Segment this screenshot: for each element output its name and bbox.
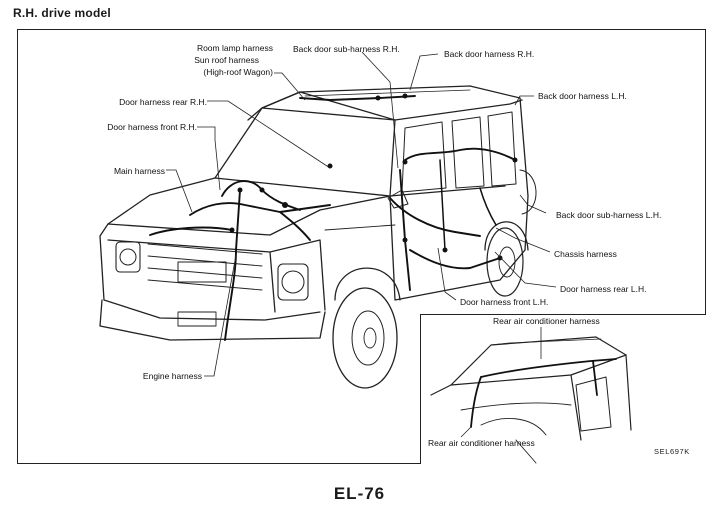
label-door-harness-front-lh: Door harness front L.H. bbox=[460, 297, 549, 307]
page-number: EL-76 bbox=[333, 484, 386, 503]
label-sun-roof-harness: Sun roof harness bbox=[194, 55, 259, 65]
label-chassis-harness: Chassis harness bbox=[554, 249, 617, 259]
label-back-door-harness-rh: Back door harness R.H. bbox=[444, 49, 535, 59]
label-main-harness: Main harness bbox=[113, 166, 165, 176]
label-back-door-sub-harness-rh: Back door sub-harness R.H. bbox=[293, 44, 400, 54]
label-back-door-sub-harness-lh: Back door sub-harness L.H. bbox=[556, 210, 662, 220]
label-door-harness-rear-rh: Door harness rear R.H. bbox=[119, 97, 207, 107]
label-engine-harness: Engine harness bbox=[142, 371, 202, 381]
label-back-door-harness-lh: Back door harness L.H. bbox=[538, 91, 627, 101]
rear-ac-inset bbox=[420, 314, 706, 464]
label-room-lamp-harness: Room lamp harness bbox=[196, 43, 273, 53]
rear-ac-illustration bbox=[430, 327, 632, 464]
label-door-harness-rear-lh: Door harness rear L.H. bbox=[560, 284, 647, 294]
label-rear-ac-harness-top: Rear air conditioner harness bbox=[493, 316, 600, 326]
label-rear-ac-harness-bottom: Rear air conditioner harness bbox=[428, 438, 535, 448]
label-high-roof-wagon: (High-roof Wagon) bbox=[203, 67, 273, 77]
figure-frame bbox=[17, 29, 706, 464]
figure-code: SEL697K bbox=[654, 447, 690, 456]
label-door-harness-front-rh: Door harness front R.H. bbox=[107, 122, 197, 132]
section-heading: R.H. drive model bbox=[13, 6, 111, 20]
